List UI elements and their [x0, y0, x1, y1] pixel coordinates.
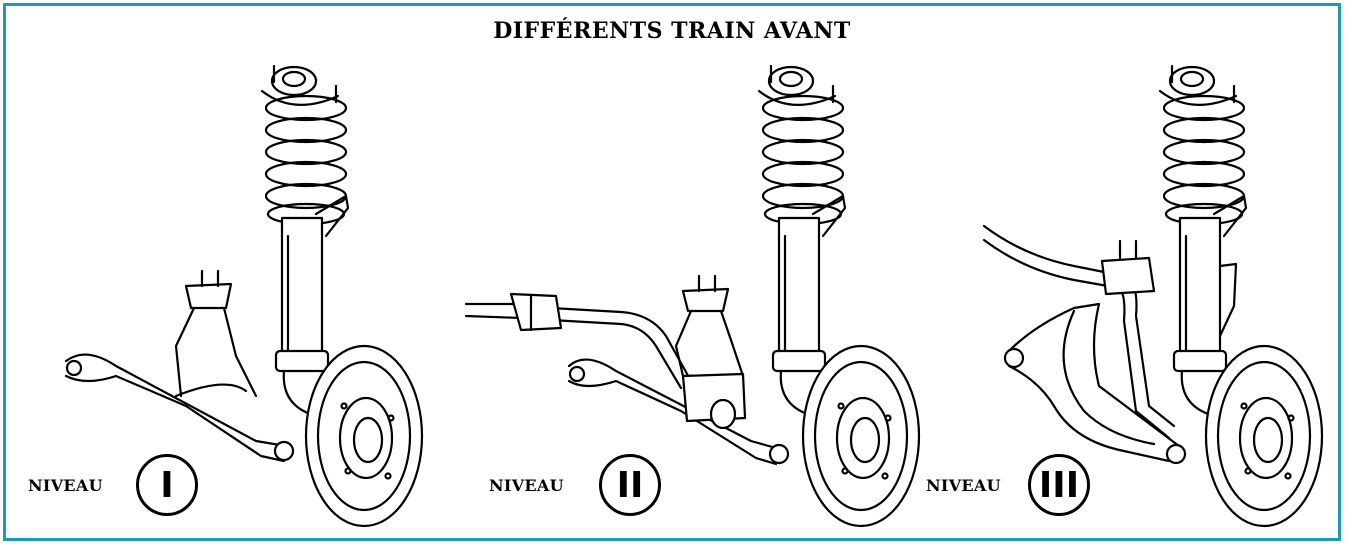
- level-caption-2: NIVEAU: [489, 476, 564, 495]
- suspension-illustration-1: [64, 64, 424, 528]
- level-caption-1: NIVEAU: [28, 476, 103, 495]
- level-numeral-1: I: [160, 464, 174, 506]
- level-caption-3: NIVEAU: [926, 476, 1001, 495]
- level-badge-1: I: [136, 454, 198, 516]
- suspension-illustration-2: [464, 64, 921, 528]
- level-numeral-2: II: [616, 464, 644, 506]
- suspension-panel-3: NIVEAU III: [924, 46, 1339, 546]
- suspension-illustration-3: [982, 64, 1324, 528]
- suspension-panel-2: NIVEAU II: [461, 46, 921, 546]
- diagram-title: DIFFÉRENTS TRAIN AVANT: [493, 18, 851, 44]
- level-badge-2: II: [599, 454, 661, 516]
- level-numeral-3: III: [1038, 464, 1080, 506]
- diagram-frame: DIFFÉRENTS TRAIN AVANT: [3, 3, 1341, 541]
- level-badge-3: III: [1028, 454, 1090, 516]
- suspension-panel-1: NIVEAU I: [26, 46, 446, 546]
